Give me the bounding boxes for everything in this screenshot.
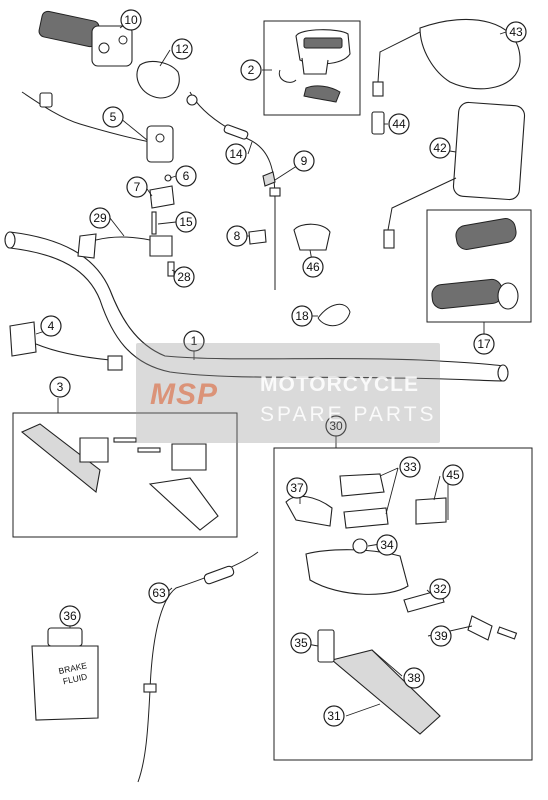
callout-label: 1 [191,334,198,348]
callout-label: 14 [229,147,243,161]
callout-43: 43 [505,21,527,43]
group-box-30 [273,447,533,761]
switch-parts [149,174,175,235]
callout-10: 10 [120,9,142,31]
callout-34: 34 [376,534,398,556]
callout-label: 43 [509,25,523,39]
callout-44: 44 [388,113,410,135]
clutch-switch-wire [77,233,173,259]
callout-label: 5 [110,110,117,124]
switch-assembly [21,91,174,163]
bushing [262,171,276,187]
callout-30: 30 [325,415,347,437]
callout-label: 2 [248,63,255,77]
callout-5: 5 [102,106,124,128]
callout-42: 42 [429,137,451,159]
brake-fluid-bottle [31,627,99,721]
callout-label: 36 [63,609,77,623]
throttle-grip [38,10,133,67]
callout-15: 15 [175,211,197,233]
callout-label: 45 [446,468,460,482]
cable-clamp [248,229,267,245]
callout-label: 4 [48,319,55,333]
group-box-2 [263,20,361,116]
callout-label: 39 [434,629,448,643]
callout-label: 35 [294,636,308,650]
callout-label: 28 [177,270,191,284]
callout-label: 10 [124,13,138,27]
screw-28 [167,261,175,277]
callout-label: 46 [306,260,320,274]
watermark-line1: MOTORCYCLE [260,373,419,396]
callout-14: 14 [225,143,247,165]
callout-label: 29 [93,211,107,225]
callout-label: 44 [392,117,406,131]
callout-label: 15 [179,215,193,229]
callout-label: 12 [175,42,189,56]
callout-17: 17 [473,333,495,355]
callout-35: 35 [290,632,312,654]
callout-label: 17 [477,337,491,351]
callout-28: 28 [173,266,195,288]
callout-33: 33 [399,456,421,478]
callout-4: 4 [40,315,62,337]
master-cylinder [285,473,518,735]
group-box-17 [426,209,532,323]
watermark-line2: SPARE PARTS [260,403,437,426]
callout-label: 32 [433,582,447,596]
callout-1: 1 [183,330,205,352]
callout-9: 9 [293,150,315,172]
watermark-banner [136,343,440,443]
callout-label: 9 [301,154,308,168]
watermark-logo-text: MSP [150,378,219,411]
callout-29: 29 [89,207,111,229]
hand-guard-set [20,423,219,531]
callout-12: 12 [171,38,193,60]
callout-label: 38 [407,671,421,685]
callout-label: 37 [290,481,304,495]
callout-label: 8 [234,229,241,243]
callout-8: 8 [226,225,248,247]
callout-32: 32 [429,578,451,600]
callout-label: 30 [329,419,343,433]
callout-2: 2 [240,59,262,81]
clutch-cable [137,551,259,783]
callout-39: 39 [430,625,452,647]
callout-45: 45 [442,464,464,486]
callout-label: 33 [403,460,417,474]
hotstart-lever [9,321,123,371]
cable-tie [317,303,351,327]
callout-3: 3 [49,376,71,398]
throttle-cable [186,91,281,290]
callout-label: 3 [57,380,64,394]
group-box-3 [12,412,238,538]
mirror-adapter [371,111,385,135]
callout-label: 6 [183,169,190,183]
callout-label: 34 [380,538,394,552]
mirror-round [372,18,521,97]
mirror-rectangular [383,101,526,249]
throttle-cover [136,60,180,99]
grip-set [431,218,519,310]
callout-18: 18 [291,305,313,327]
callout-38: 38 [403,667,425,689]
clamp-46 [293,223,331,251]
callout-37: 37 [286,477,308,499]
callout-36: 36 [59,605,81,627]
callout-label: 42 [433,141,447,155]
callout-46: 46 [302,256,324,278]
callout-31: 31 [323,705,345,727]
callout-label: 31 [327,709,341,723]
kill-switch [278,29,351,103]
callout-6: 6 [175,165,197,187]
callout-label: 63 [152,586,166,600]
callout-label: 7 [134,180,141,194]
callout-63: 63 [148,582,170,604]
handlebar [4,231,509,382]
callout-label: 18 [295,309,309,323]
callout-7: 7 [126,176,148,198]
